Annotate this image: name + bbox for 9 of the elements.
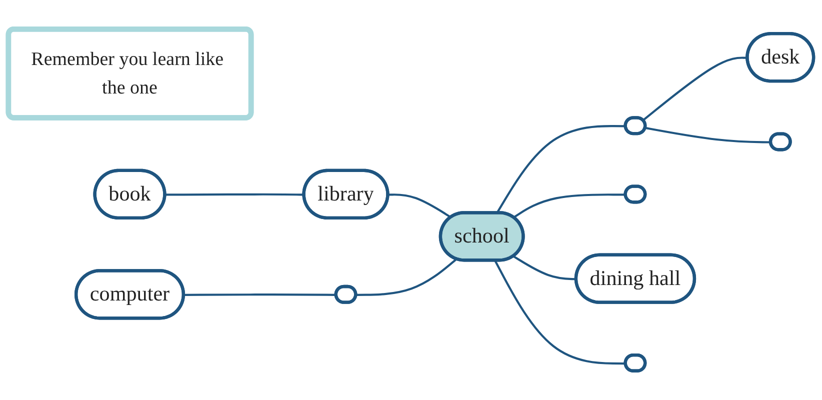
connector [184,294,336,296]
connector [165,193,304,196]
connector [642,56,748,122]
connector [388,194,452,218]
connector [645,126,772,144]
connector [494,260,626,365]
connector [513,194,626,218]
connector [356,258,458,296]
connector [513,255,577,280]
